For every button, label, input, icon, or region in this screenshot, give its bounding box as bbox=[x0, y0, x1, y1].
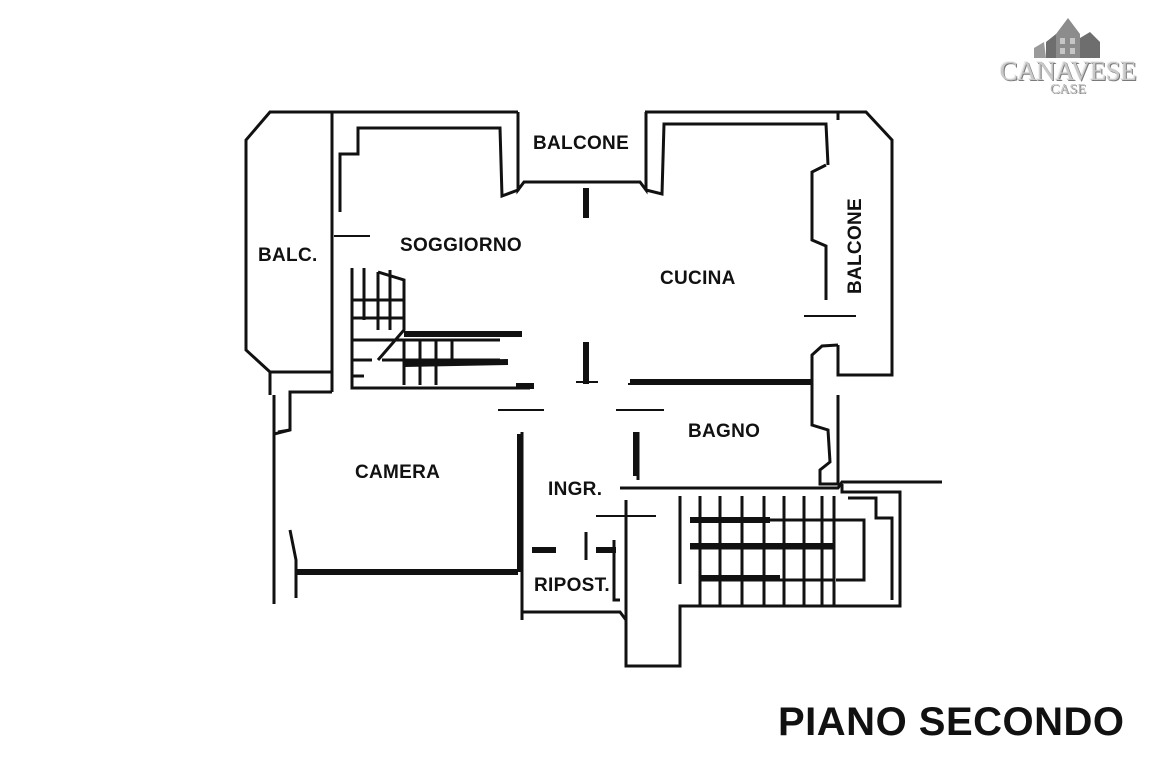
room-label-ingr: INGR. bbox=[548, 479, 603, 500]
balcony-left-outline bbox=[244, 110, 332, 374]
room-label-balc-left: BALC. bbox=[258, 245, 318, 266]
room-label-cucina: CUCINA bbox=[660, 268, 736, 289]
room-label-balcone-right: BALCONE bbox=[845, 197, 867, 295]
balcony-top-outline bbox=[338, 112, 520, 212]
balcony-right-outline bbox=[836, 110, 894, 377]
logo-brand-text: CANAVESE bbox=[999, 56, 1137, 86]
floor-title: PIANO SECONDO bbox=[778, 700, 1125, 744]
room-label-balcone-top: BALCONE bbox=[533, 133, 630, 154]
balcony-top-niche bbox=[516, 112, 648, 195]
brand-logo: CANAVESE CASE bbox=[994, 14, 1142, 100]
room-label-soggiorno: SOGGIORNO bbox=[400, 235, 522, 256]
room-label-bagno: BAGNO bbox=[688, 421, 761, 442]
logo-sub-text: CASE bbox=[1050, 82, 1086, 97]
stair-box bbox=[350, 268, 530, 390]
room-label-ripost: RIPOST. bbox=[534, 575, 611, 596]
houses-icon bbox=[1034, 18, 1100, 58]
stairwell-outline bbox=[620, 480, 942, 668]
room-label-camera: CAMERA bbox=[355, 462, 441, 483]
